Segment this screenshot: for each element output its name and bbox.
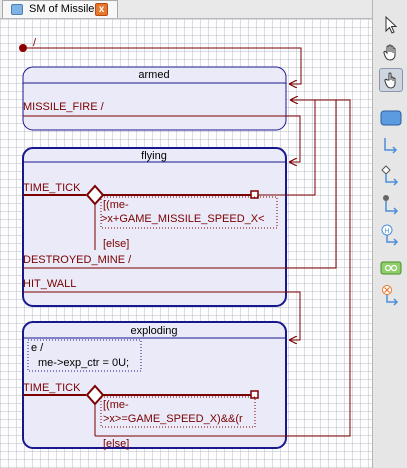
initial-transition[interactable]	[27, 47, 302, 84]
flying-else-label: [else]	[103, 238, 129, 250]
tool-palette: H	[372, 0, 407, 468]
state-tool-button[interactable]	[379, 106, 403, 130]
exploding-else-transition[interactable]	[95, 99, 351, 437]
state-armed[interactable]: armed	[22, 66, 287, 131]
choice-tool-button[interactable]	[379, 164, 403, 188]
hit-wall-transition-label: HIT_WALL	[23, 278, 76, 290]
destroyed-mine-transition-label: DESTROYED_MINE /	[23, 254, 132, 266]
exploding-guard-endpoint[interactable]	[250, 390, 259, 399]
missile-fire-transition[interactable]	[23, 115, 301, 162]
exit-point-icon	[382, 285, 399, 306]
exploding-entry-line1: e /	[31, 342, 44, 354]
exploding-guard-line2: >x>=GAME_SPEED_X)&&(r	[103, 413, 243, 425]
diagram-canvas[interactable]: / armed MISSILE_FIRE / flying TIME_TICK …	[0, 19, 372, 468]
exploding-guard-line1: [(me-	[103, 399, 129, 411]
transition-arrow-icon	[384, 138, 398, 154]
transition-tool-button[interactable]	[379, 135, 403, 159]
history-h-icon: H	[381, 224, 399, 246]
hand-pointer-icon	[384, 72, 396, 89]
close-icon[interactable]: x	[95, 3, 108, 16]
flying-guard-box	[100, 196, 278, 229]
exit-point-tool-button[interactable]	[379, 284, 403, 308]
flying-guard-line1: [(me-	[103, 199, 129, 211]
pan-tool-button[interactable]	[379, 40, 403, 64]
svg-text:H: H	[385, 228, 390, 235]
state-flying[interactable]: flying	[22, 147, 287, 307]
select-tool-button[interactable]	[379, 13, 403, 37]
state-title-armed: armed	[138, 69, 169, 81]
flying-guard-line2: >x+GAME_MISSILE_SPEED_X<	[101, 213, 265, 225]
hand-click-tool-button[interactable]	[379, 68, 403, 92]
state-title-flying: flying	[141, 150, 167, 162]
hand-icon	[383, 44, 396, 61]
tab-label: SM of Missile	[29, 3, 95, 15]
state-box-icon	[380, 110, 402, 126]
missile-fire-transition-label: MISSILE_FIRE /	[23, 101, 105, 113]
tab-sm-of-missile[interactable]: SM of Missile x	[2, 0, 118, 18]
submachine-icon	[380, 261, 402, 275]
initial-transition-label: /	[33, 37, 37, 49]
hit-wall-transition[interactable]	[23, 291, 301, 340]
exploding-guard-box	[100, 396, 256, 428]
tab-bar: SM of Missile x	[0, 0, 372, 19]
state-exploding[interactable]: exploding	[22, 321, 287, 449]
flying-time-tick-label: TIME_TICK	[23, 182, 81, 194]
initial-pseudostate[interactable]	[19, 44, 27, 52]
history-tool-button[interactable]: H	[379, 224, 403, 248]
exploding-else-label: [else]	[103, 438, 129, 450]
exploding-time-tick-label: TIME_TICK	[23, 382, 81, 394]
arrow-pointer-icon	[385, 16, 398, 34]
initial-tool-button[interactable]	[379, 193, 403, 217]
state-diagram: / armed MISSILE_FIRE / flying TIME_TICK …	[19, 37, 351, 450]
initial-dot-icon	[383, 195, 399, 215]
state-machine-icon	[11, 4, 23, 15]
state-title-exploding: exploding	[130, 325, 177, 337]
exploding-entry-line2: me->exp_ctr = 0U;	[38, 357, 129, 369]
choice-diamond-icon	[381, 165, 399, 186]
submachine-tool-button[interactable]	[379, 256, 403, 280]
